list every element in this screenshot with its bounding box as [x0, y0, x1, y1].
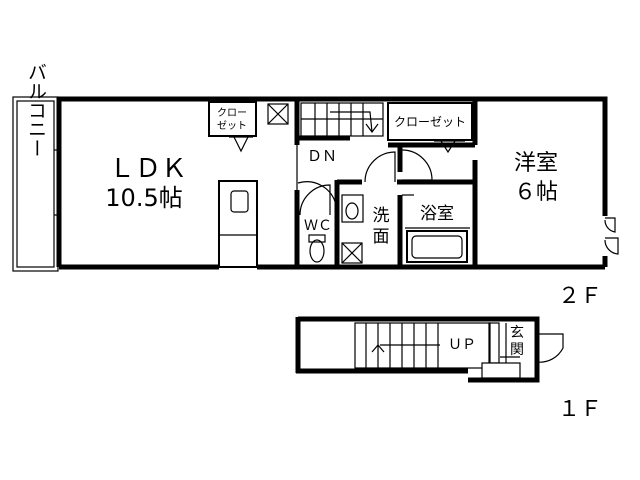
entrance-label-1: 玄: [510, 324, 524, 341]
western-name: 洋室: [514, 151, 558, 176]
outer-wall: [56, 96, 608, 267]
washroom-label-2: 面: [373, 227, 390, 247]
bathroom-label: 浴室: [420, 204, 454, 224]
closet-label: クローゼット: [394, 115, 466, 129]
floor-label-1f: １Ｆ: [558, 397, 602, 422]
washer-space: [341, 242, 363, 264]
fridge-space: [218, 180, 258, 268]
dn-label: ＤＮ: [307, 147, 337, 165]
sink: [341, 194, 364, 223]
second-floor: バルコニー ＬＤＫ 10.5帖 クロー ゼット ＤＮ クローゼット 洋室 ６帖 …: [12, 63, 619, 309]
small-closet-label-2: ゼット: [217, 120, 247, 132]
door-western[interactable]: [401, 149, 433, 181]
door-wc[interactable]: [299, 184, 331, 216]
entrance-label-2: 関: [510, 342, 524, 358]
floor-label-2f: ２Ｆ: [558, 284, 602, 309]
wc-label: ＷＣ: [304, 218, 332, 234]
first-floor: ＵＰ 玄 関 １Ｆ: [295, 316, 602, 422]
balcony-label: バルコニー: [25, 63, 47, 158]
duct-box: [267, 103, 289, 125]
stairs-2f: [300, 102, 384, 137]
small-closet: [208, 101, 257, 137]
western-size: ６帖: [514, 180, 558, 205]
up-label: ＵＰ: [448, 337, 476, 353]
ldk-size: 10.5帖: [105, 184, 182, 212]
bathtub: [406, 230, 468, 263]
small-closet-label-1: クロー: [217, 107, 247, 119]
ldk-name: ＬＤＫ: [109, 154, 187, 184]
entrance-door[interactable]: [536, 333, 564, 363]
door-washroom[interactable]: [364, 151, 396, 183]
closet: [387, 102, 473, 141]
stairs-1f: [354, 322, 491, 369]
exterior-door-lower[interactable]: [604, 237, 619, 255]
toilet: [308, 234, 326, 263]
washroom-label-1: 洗: [373, 206, 390, 226]
exterior-door-upper[interactable]: [604, 217, 616, 233]
